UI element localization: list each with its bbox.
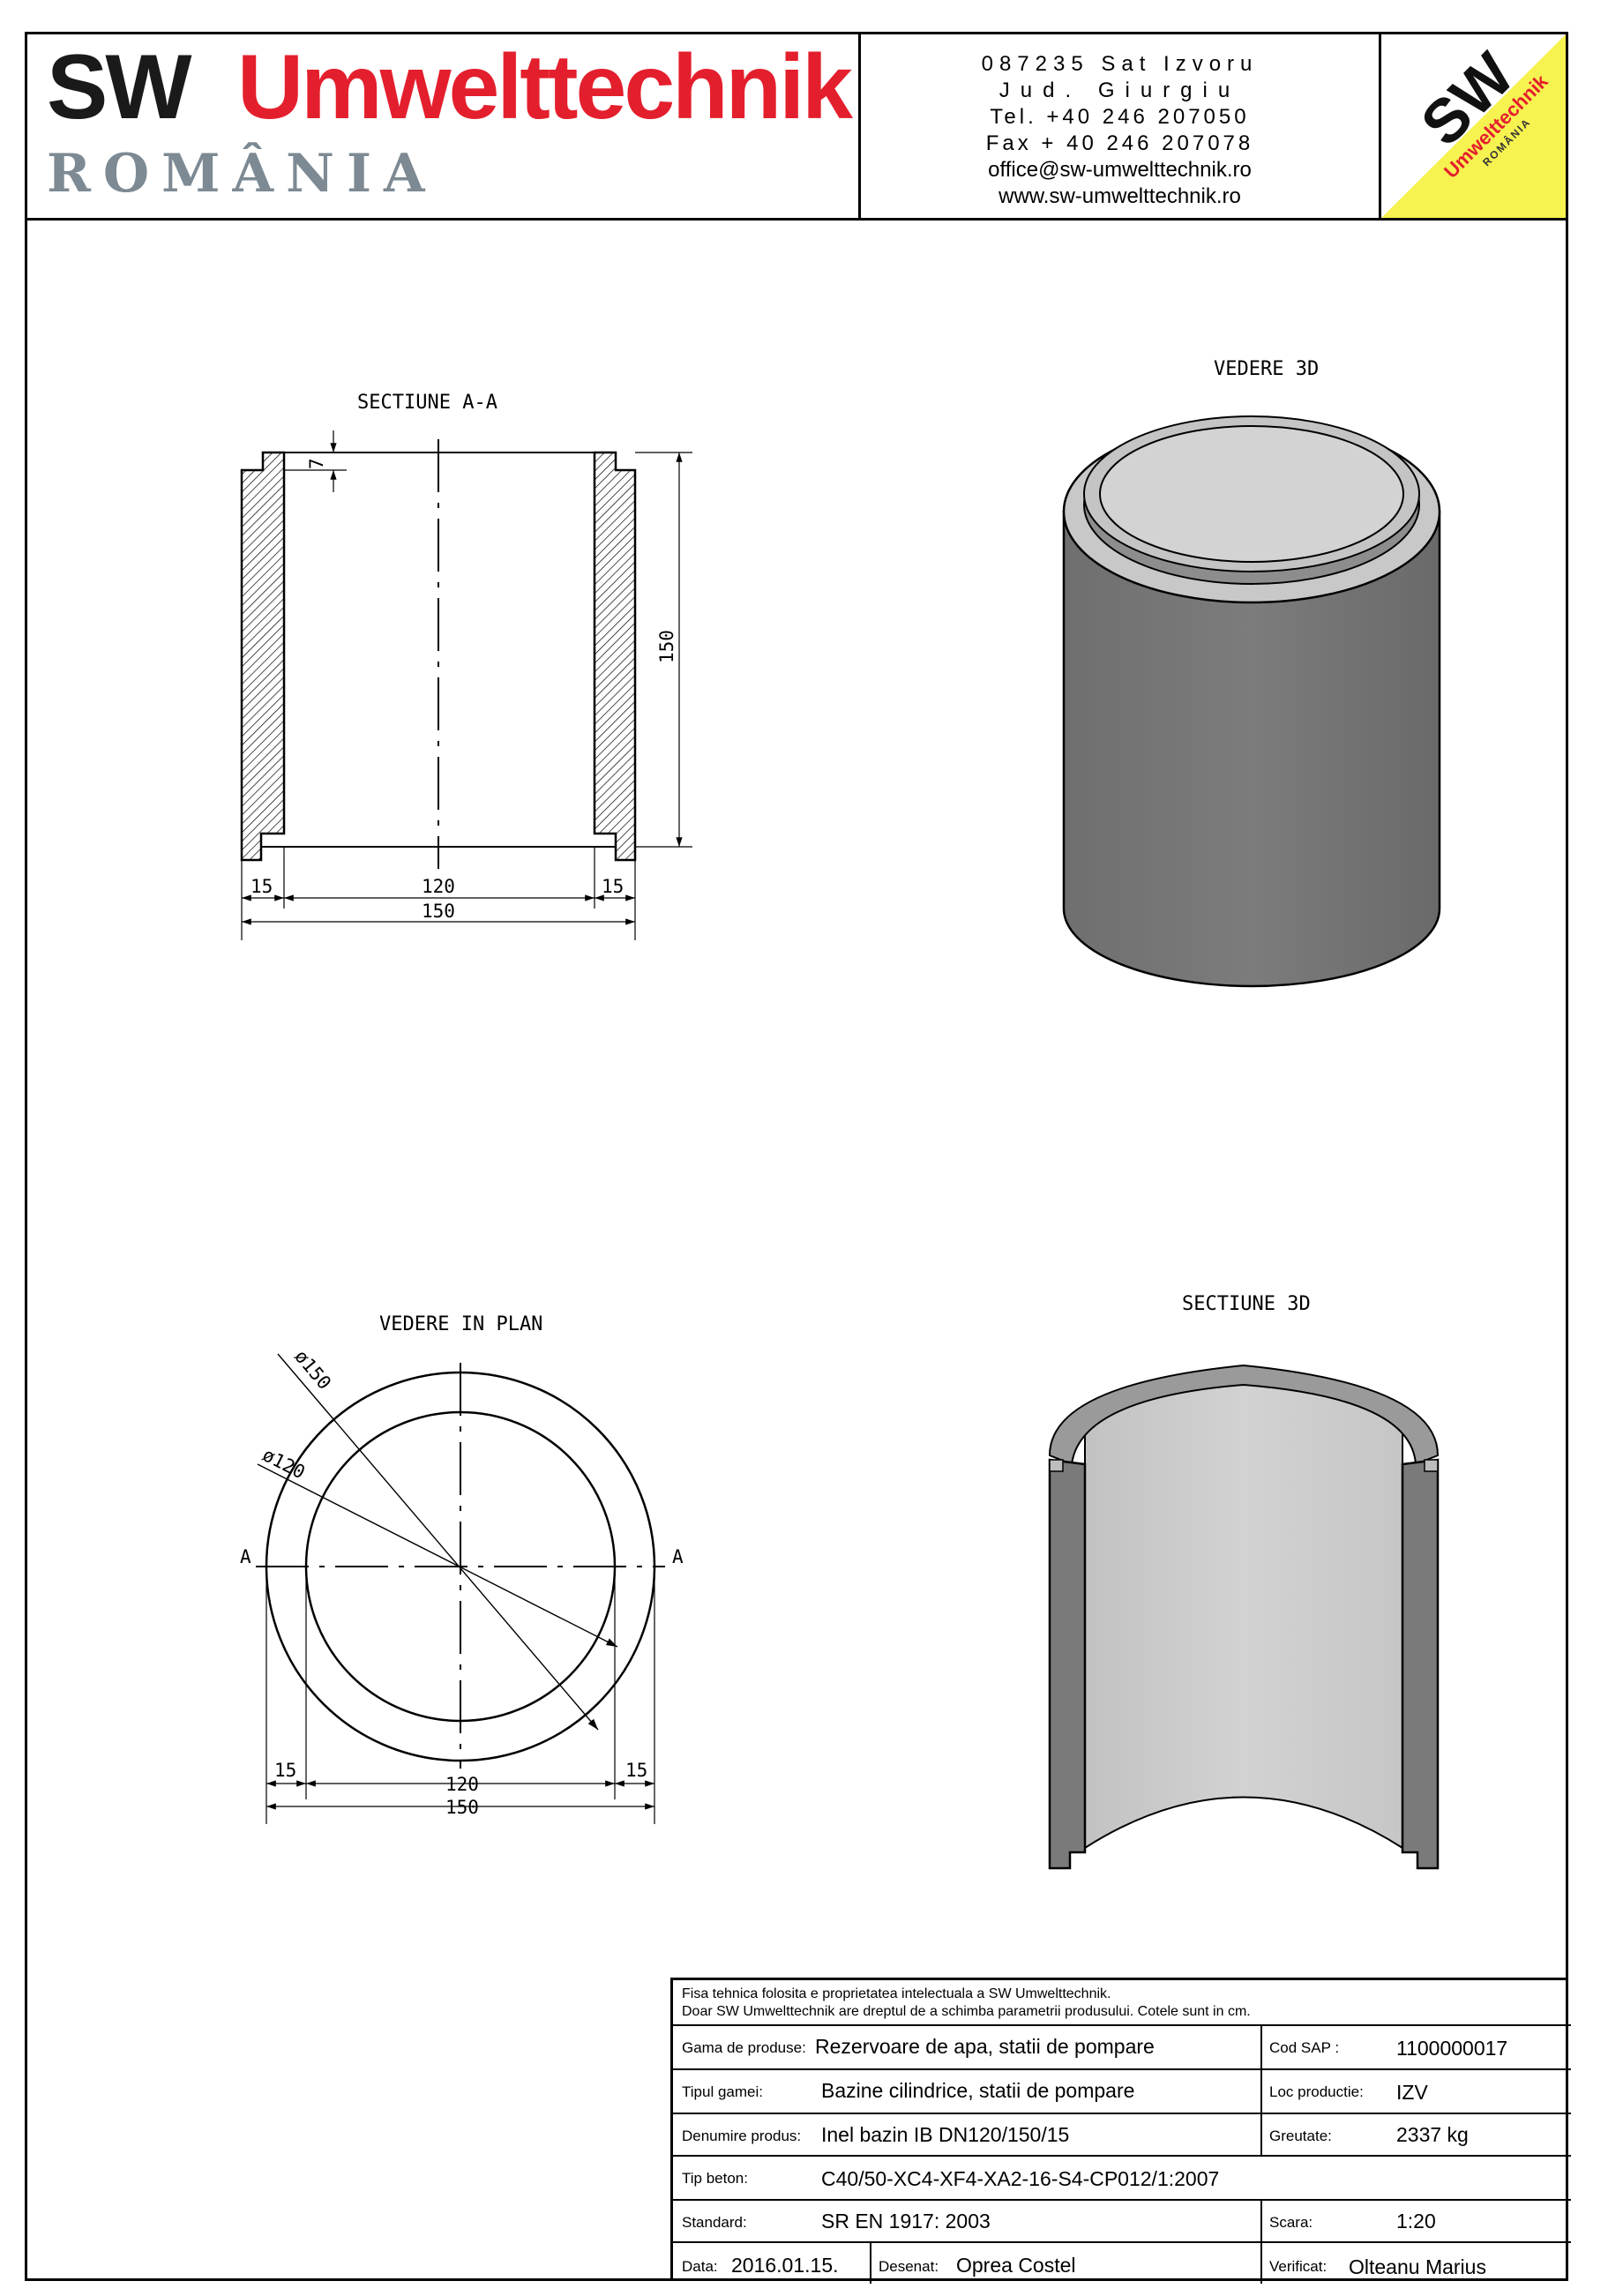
loc-value: IZV xyxy=(1396,2081,1428,2104)
dim-plan-outer: 150 xyxy=(445,1797,479,1818)
scara-value: 1:20 xyxy=(1396,2210,1436,2232)
standard-label: Standard: xyxy=(682,2214,747,2231)
verificat-label: Verificat: xyxy=(1269,2258,1328,2275)
desenat-value: Oprea Costel xyxy=(956,2254,1076,2277)
denumire-label: Denumire produs: xyxy=(682,2128,802,2144)
dim-inner: 120 xyxy=(422,876,455,897)
inner-surface xyxy=(1084,1381,1403,1850)
brand-name: Umwelttechnik xyxy=(237,36,853,138)
section-aa-view: SECTIUNE A-A 7 150 15 120 15 xyxy=(240,392,692,940)
tipul-label: Tipul gamei: xyxy=(682,2083,763,2100)
dim-plan-right-wall: 15 xyxy=(625,1760,647,1781)
right-wall-section xyxy=(1401,1458,1440,1870)
phone-line: Tel. +40 246 207050 xyxy=(990,105,1250,129)
company-logo: SW Umwelttechnik ROMÂNIA xyxy=(27,34,861,218)
data-label: Data: xyxy=(682,2258,718,2275)
website-link[interactable]: www.sw-umwelttechnik.ro xyxy=(998,184,1241,208)
plan-view: VEDERE IN PLAN ø150 ø120 A A 15 120 15 1… xyxy=(240,1313,684,1824)
greutate-label: Greutate: xyxy=(1269,2128,1332,2144)
dim-right-wall: 15 xyxy=(602,876,624,897)
gama-label: Gama de produse: xyxy=(682,2039,806,2056)
cylinder-body xyxy=(1062,510,1441,988)
denumire-value: Inel bazin IB DN120/150/15 xyxy=(821,2123,1070,2146)
standard-value: SR EN 1917: 2003 xyxy=(821,2210,991,2232)
greutate-value: 2337 kg xyxy=(1396,2123,1469,2146)
section-mark-left: A xyxy=(240,1546,251,1567)
data-value: 2016.01.15. xyxy=(731,2254,839,2277)
section-aa-title: SECTIUNE A-A xyxy=(357,392,497,414)
fax-line: Fax + 40 246 207078 xyxy=(985,131,1254,155)
section-3d-title: SECTIUNE 3D xyxy=(1182,1293,1311,1315)
cod-sap-label: Cod SAP : xyxy=(1269,2039,1340,2056)
ownership-notice: Fisa tehnica folosita e proprietatea int… xyxy=(682,1986,1111,2001)
loc-label: Loc productie: xyxy=(1269,2083,1364,2100)
view-3d-title: VEDERE 3D xyxy=(1214,358,1319,380)
dim-plan-inner: 120 xyxy=(445,1774,479,1795)
dim-left-wall: 15 xyxy=(251,876,273,897)
left-wall-section xyxy=(1048,1458,1087,1870)
address-line: Jud. Giurgiu xyxy=(998,79,1241,102)
verificat-value: Olteanu Marius xyxy=(1349,2255,1486,2278)
beton-value: C40/50-XC4-XF4-XA2-16-S4-CP012/1:2007 xyxy=(821,2167,1220,2190)
company-address: 087235 Sat Izvoru Jud. Giurgiu Tel. +40 … xyxy=(861,34,1381,218)
plan-view-title: VEDERE IN PLAN xyxy=(379,1313,542,1335)
desenat-label: Desenat: xyxy=(879,2258,939,2275)
section-mark-right: A xyxy=(672,1546,684,1567)
brand-sw: SW xyxy=(47,36,192,138)
rights-notice: Doar SW Umwelttechnik are dreptul de a s… xyxy=(682,2004,1251,2019)
cod-sap-value: 1100000017 xyxy=(1396,2037,1508,2060)
dim-height: 150 xyxy=(656,630,677,663)
title-block: Fisa tehnica folosita e proprietatea int… xyxy=(670,1978,1571,2284)
brand-country: ROMÂNIA xyxy=(47,143,438,205)
beton-label: Tip beton: xyxy=(682,2170,748,2187)
right-wall-hatched xyxy=(593,451,637,862)
view-3d: VEDERE 3D xyxy=(1062,358,1441,988)
section-3d-view: SECTIUNE 3D xyxy=(1048,1293,1440,1870)
left-wall-hatched xyxy=(240,451,286,862)
dim-outer: 150 xyxy=(422,901,455,922)
dim-outer-diameter: ø150 xyxy=(290,1346,335,1394)
gama-value: Rezervoare de apa, statii de pompare xyxy=(815,2035,1155,2058)
sw-badge-logo: SW Umwelttechnik ROMÂNIA xyxy=(1381,34,1566,218)
tipul-value: Bazine cilindrice, statii de pompare xyxy=(821,2079,1135,2102)
header: SW Umwelttechnik ROMÂNIA 087235 Sat Izvo… xyxy=(25,32,1568,221)
dim-top-step: 7 xyxy=(306,458,327,469)
scara-label: Scara: xyxy=(1269,2214,1313,2231)
address-line: 087235 Sat Izvoru xyxy=(981,52,1259,76)
email-link[interactable]: office@sw-umwelttechnik.ro xyxy=(988,158,1252,182)
dim-plan-left-wall: 15 xyxy=(274,1760,296,1781)
